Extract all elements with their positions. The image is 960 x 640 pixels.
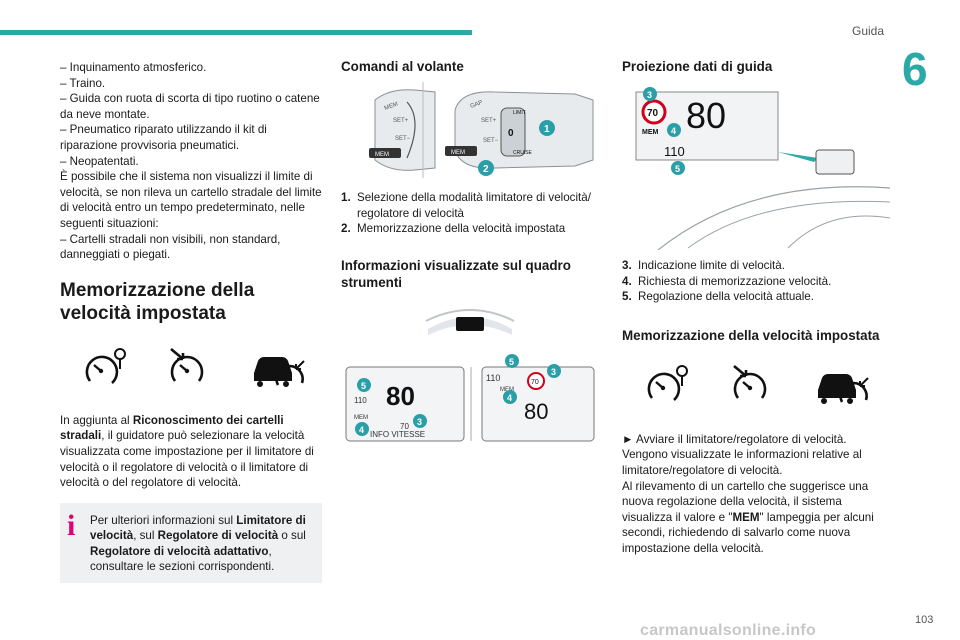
svg-text:SET−: SET− — [395, 136, 411, 142]
column-1: – Inquinamento atmosferico. – Traino. – … — [60, 60, 322, 584]
svg-text:CRUISE: CRUISE — [513, 150, 533, 156]
section-heading: Proiezione dati di guida — [622, 59, 773, 74]
paragraph: Al rilevamento di un cartello che sugger… — [622, 479, 874, 555]
list-item: – Traino. — [60, 76, 106, 90]
info-text: Per ulteriori informazioni sul Limitator… — [90, 513, 306, 574]
section-title: Guida — [852, 24, 885, 38]
svg-text:MEM: MEM — [500, 387, 514, 393]
header-accent-bar — [0, 30, 472, 35]
speedometer-arrow-icon — [733, 364, 767, 399]
list-item: 3.Indicazione limite di velocità. — [622, 259, 785, 272]
svg-text:5: 5 — [361, 381, 366, 391]
svg-text:110: 110 — [664, 144, 685, 159]
svg-text:3: 3 — [551, 367, 556, 377]
svg-text:MEM: MEM — [354, 415, 368, 421]
speed-icons — [82, 347, 306, 389]
column-2: Comandi al volante — [341, 58, 603, 75]
svg-text:3: 3 — [417, 417, 422, 427]
hud-figure: 70 80 MEM 110 3 4 5 — [635, 87, 891, 250]
list-item: – Neopatentati. — [60, 154, 139, 168]
list-item: 2.Memorizzazione della velocità impostat… — [341, 222, 566, 236]
svg-text:INFO VITESSE: INFO VITESSE — [370, 430, 425, 439]
list-item: 1.Selezione della modalità limitatore di… — [341, 191, 591, 220]
svg-text:GAP: GAP — [470, 100, 484, 110]
svg-text:MEM: MEM — [642, 129, 659, 136]
svg-text:5: 5 — [675, 164, 680, 174]
list-item: 4.Richiesta di memorizzazione velocità. — [622, 274, 832, 288]
speedometer-arrow-icon — [170, 347, 204, 382]
info-icon: i — [67, 508, 76, 542]
svg-text:SET−: SET− — [483, 138, 499, 144]
svg-text:3: 3 — [647, 90, 652, 100]
list-item: – Pneumatico riparato utilizzando il kit… — [60, 123, 267, 152]
section-heading: Informazioni visualizzate sul quadro str… — [341, 257, 571, 290]
svg-text:5: 5 — [509, 357, 514, 367]
list-item: – Cartelli stradali non visibili, non st… — [60, 232, 281, 262]
paragraph: Vengono visualizzate le informazioni rel… — [622, 448, 862, 477]
list-item: – Guida con ruota di scorta di tipo ruot… — [60, 92, 320, 121]
column-3: Proiezione dati di guida — [622, 58, 890, 75]
svg-text:70: 70 — [400, 422, 409, 431]
section-heading: Memorizzazione della velocità impostata — [622, 327, 880, 343]
column-2-list: 1.Selezione della modalità limitatore di… — [341, 190, 603, 291]
column-3-text: 3.Indicazione limite di velocità. 4.Rich… — [622, 258, 890, 557]
page-number: 103 — [915, 614, 934, 626]
svg-text:SET+: SET+ — [481, 118, 497, 124]
svg-text:4: 4 — [359, 425, 364, 435]
steering-controls-figure: MEM SET+ SET− MEM GAP SET+ SET− MEM 0 LI… — [369, 82, 594, 178]
speed-icons — [644, 364, 870, 406]
svg-text:80: 80 — [524, 399, 548, 424]
section-heading: Memorizzazione della velocità impostata — [60, 279, 255, 324]
svg-text:SET+: SET+ — [393, 118, 409, 124]
car-speedometer-icon — [254, 356, 305, 387]
svg-text:LIMIT: LIMIT — [513, 110, 526, 116]
svg-text:80: 80 — [386, 381, 415, 411]
svg-text:110: 110 — [486, 373, 500, 383]
speedometer-pin-icon — [85, 347, 126, 384]
watermark: carmanualsonline.info — [640, 622, 817, 639]
svg-text:MEM: MEM — [375, 152, 389, 158]
svg-text:80: 80 — [686, 95, 726, 136]
paragraph: È possibile che il sistema non visualizz… — [60, 170, 322, 230]
svg-text:MEM: MEM — [451, 150, 465, 156]
speedometer-pin-icon — [647, 364, 688, 401]
svg-text:1: 1 — [544, 124, 550, 135]
svg-text:70: 70 — [647, 108, 659, 119]
svg-text:2: 2 — [483, 164, 489, 175]
car-speedometer-icon — [818, 373, 869, 404]
svg-text:4: 4 — [507, 393, 512, 403]
chapter-number: 6 — [902, 43, 928, 95]
svg-text:110: 110 — [354, 396, 367, 405]
paragraph: ► Avviare il limitatore/regolatore di ve… — [622, 432, 847, 446]
section-heading: Comandi al volante — [341, 59, 464, 74]
paragraph: In aggiunta al Riconoscimento dei cartel… — [60, 413, 314, 490]
svg-text:0: 0 — [508, 128, 514, 139]
list-item: 5.Regolazione della velocità attuale. — [622, 290, 814, 304]
svg-text:70: 70 — [531, 379, 539, 386]
list-item: – Inquinamento atmosferico. — [60, 61, 207, 74]
svg-text:4: 4 — [671, 126, 676, 136]
info-box: i Per ulteriori informazioni sul Limitat… — [60, 502, 322, 584]
instrument-cluster-figure: 80 110 MEM 70 INFO VITESSE 5 4 3 110 MEM… — [345, 309, 595, 442]
svg-text:MEM: MEM — [384, 101, 399, 111]
